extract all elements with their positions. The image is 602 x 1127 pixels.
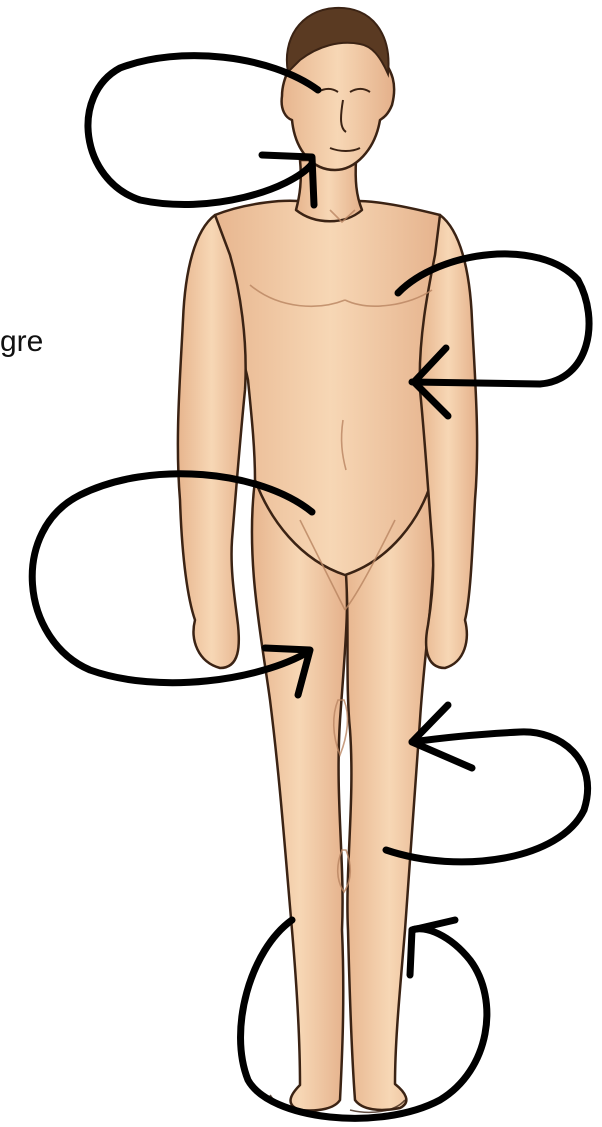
- left-leg: [252, 480, 347, 1111]
- loop-arrow-head: [88, 56, 318, 205]
- right-leg: [345, 480, 434, 1110]
- torso: [212, 201, 450, 575]
- arrowhead-lower-leg: [410, 920, 455, 975]
- human-figure: [178, 12, 477, 1111]
- left-arm: [178, 215, 246, 668]
